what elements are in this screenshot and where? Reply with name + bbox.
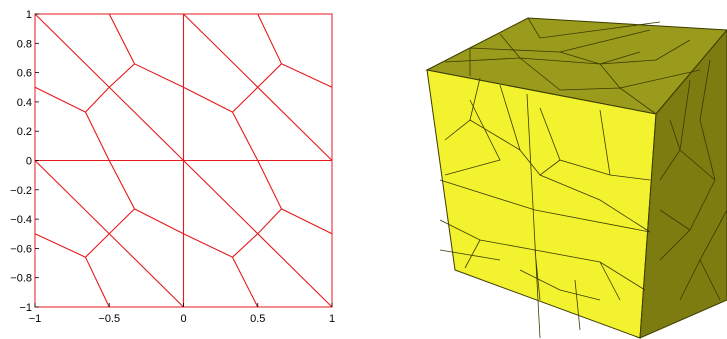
x-tick-label: 1 [329, 313, 335, 325]
cube-side-face [639, 29, 727, 339]
cube-mesh-edges [439, 17, 727, 339]
y-tick-label: 0.4 [17, 97, 32, 109]
y-tick-label: −0.2 [10, 185, 32, 197]
x-tick-label: −0.5 [98, 313, 120, 325]
mesh-edge [257, 208, 282, 235]
mesh-edge [232, 111, 259, 161]
mesh-edge [108, 63, 135, 88]
y-tick-label: 0 [26, 156, 32, 168]
x-tick-label: −1 [29, 313, 42, 325]
mesh-edge [232, 256, 259, 308]
y-tick-label: −1 [19, 302, 32, 314]
y-tick-label: 0.2 [17, 126, 32, 138]
x-tick-labels: −1 −0.5 0 0.5 1 [29, 313, 335, 325]
y-tick-label: 1 [26, 9, 32, 21]
mesh-edge [257, 160, 283, 210]
polyhedral-mesh-cube [425, 17, 727, 339]
y-tick-label: −0.8 [10, 273, 32, 285]
mesh-edge [108, 13, 135, 65]
y-tick-label: 0.6 [17, 68, 32, 80]
mesh-edge [84, 256, 110, 308]
polygonal-mesh-plot: −1 −0.5 0 0.5 1 1 0.8 0.6 0.4 0.2 0 −0.2 −0.4 −0.6 −0… [10, 9, 335, 325]
mesh-edge [108, 208, 135, 235]
y-tick-marks [35, 13, 39, 308]
mesh-edge [108, 160, 135, 210]
y-tick-labels: 1 0.8 0.6 0.4 0.2 0 −0.2 −0.4 −0.6 −0.8 −1 [10, 9, 32, 314]
mesh-edge [34, 233, 86, 258]
mesh-edge [281, 63, 333, 88]
y-tick-label: −0.6 [10, 243, 32, 255]
y-tick-label: 0.8 [17, 38, 32, 50]
mesh-edge [85, 233, 110, 258]
x-tick-label: 0.5 [250, 313, 265, 325]
mesh-edge [85, 86, 110, 113]
cube-front-face [426, 69, 657, 339]
mesh-edge [183, 233, 233, 258]
mesh-edge [183, 86, 233, 113]
mesh-edge [232, 86, 259, 113]
mesh-edges [34, 13, 333, 308]
mesh-edge [134, 208, 184, 235]
x-tick-label: 0 [180, 313, 186, 325]
mesh-edge [257, 13, 283, 65]
mesh-edge [281, 208, 333, 235]
mesh-edge [84, 111, 110, 161]
mesh-edge [257, 63, 282, 88]
mesh-edge [134, 63, 184, 88]
mesh-edge [34, 86, 86, 113]
mesh-edge [232, 233, 259, 258]
y-tick-label: −0.4 [10, 214, 32, 226]
x-tick-marks [34, 303, 333, 307]
